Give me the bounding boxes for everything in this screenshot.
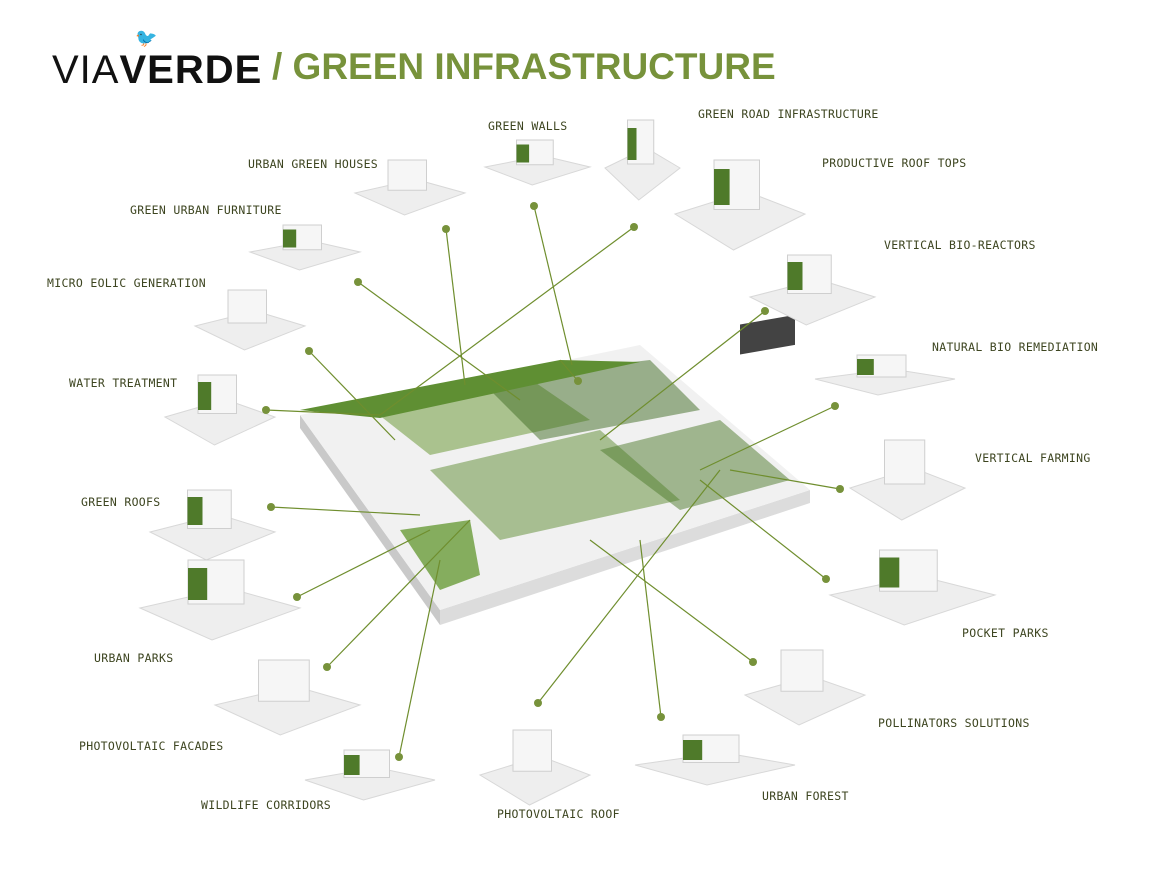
connector-line xyxy=(265,409,381,416)
connector-line xyxy=(398,559,441,758)
label-photovoltaic-roof: PHOTOVOLTAIC ROOF xyxy=(497,807,620,821)
infrastructure-model xyxy=(193,289,307,351)
connector-line xyxy=(533,205,573,366)
connector-dot xyxy=(262,406,270,414)
city-platform xyxy=(300,314,810,625)
label-water-treatment: WATER TREATMENT xyxy=(69,376,178,390)
connector-dot xyxy=(530,202,538,210)
infrastructure-model xyxy=(848,439,967,521)
connector-dot xyxy=(354,278,362,286)
label-green-urban-furniture: GREEN URBAN FURNITURE xyxy=(130,203,282,217)
connector-dot xyxy=(305,347,313,355)
infrastructure-model xyxy=(304,749,436,801)
connector-dot xyxy=(836,485,844,493)
label-urban-parks: URBAN PARKS xyxy=(94,651,174,665)
connector-line xyxy=(270,506,421,516)
infrastructure-model xyxy=(163,374,277,446)
logo-light-text: VIA xyxy=(52,48,120,92)
connector-line xyxy=(729,469,841,490)
infrastructure-model xyxy=(148,489,277,561)
connector-line xyxy=(445,228,466,386)
connector-line xyxy=(559,359,579,382)
label-productive-roof-tops: PRODUCTIVE ROOF TOPS xyxy=(822,156,967,170)
connector-dot xyxy=(630,223,638,231)
connector-dot xyxy=(761,307,769,315)
label-micro-eolic-generation: MICRO EOLIC GENERATION xyxy=(47,276,206,290)
infrastructure-model xyxy=(353,159,467,216)
connector-line xyxy=(326,519,471,668)
connector-line xyxy=(308,350,396,441)
connector-dot xyxy=(831,402,839,410)
connector-line xyxy=(639,539,662,718)
connector-line xyxy=(537,469,721,704)
infrastructure-model xyxy=(483,139,592,186)
label-wildlife-corridors: WILDLIFE CORRIDORS xyxy=(201,798,332,812)
connector-dot xyxy=(267,503,275,511)
label-green-walls: GREEN WALLS xyxy=(488,119,568,133)
infrastructure-model xyxy=(814,354,956,396)
label-green-road-infrastructure: GREEN ROAD INFRASTRUCTURE xyxy=(698,107,879,121)
connector-lines xyxy=(262,202,844,761)
connector-line xyxy=(296,529,431,598)
infrastructure-model xyxy=(478,729,592,806)
logo-bold-text: VERDE xyxy=(119,48,263,92)
connector-line xyxy=(699,405,836,471)
infrastructure-model xyxy=(673,159,807,251)
connector-dot xyxy=(442,225,450,233)
infrastructure-model xyxy=(743,649,867,726)
connector-line xyxy=(379,226,635,416)
connector-line xyxy=(599,310,766,441)
infrastructure-model xyxy=(748,254,877,326)
bird-icon: 🐦 xyxy=(135,28,159,48)
connector-line xyxy=(699,479,827,580)
label-vertical-bio-reactors: VERTICAL BIO-REACTORS xyxy=(884,238,1036,252)
infrastructure-model xyxy=(634,734,796,786)
label-photovoltaic-facades: PHOTOVOLTAIC FACADES xyxy=(79,739,224,753)
infrastructure-model xyxy=(213,659,362,736)
label-vertical-farming: VERTICAL FARMING xyxy=(975,451,1091,465)
connector-dot xyxy=(749,658,757,666)
infrastructure-model xyxy=(828,549,997,626)
label-green-roofs: GREEN ROOFS xyxy=(81,495,161,509)
label-urban-green-houses: URBAN GREEN HOUSES xyxy=(248,157,379,171)
viaverde-logo: 🐦 VIAVERDE xyxy=(52,28,263,93)
connector-dot xyxy=(323,663,331,671)
infrastructure-model xyxy=(248,224,362,271)
connector-dot xyxy=(822,575,830,583)
connector-dot xyxy=(395,753,403,761)
connector-dot xyxy=(657,713,665,721)
thumbnails xyxy=(138,119,997,806)
infrastructure-model xyxy=(138,559,302,641)
connector-dot xyxy=(534,699,542,707)
connector-line xyxy=(589,539,754,663)
label-pocket-parks: POCKET PARKS xyxy=(962,626,1049,640)
connector-line xyxy=(357,281,521,401)
connector-dot xyxy=(574,377,582,385)
page-title: / GREEN INFRASTRUCTURE xyxy=(272,46,776,87)
label-urban-forest: URBAN FOREST xyxy=(762,789,849,803)
label-pollinators-solutions: POLLINATORS SOLUTIONS xyxy=(878,716,1030,730)
connector-dot xyxy=(293,593,301,601)
infrastructure-model xyxy=(604,119,681,201)
label-natural-bio-remediation: NATURAL BIO REMEDIATION xyxy=(932,340,1099,354)
